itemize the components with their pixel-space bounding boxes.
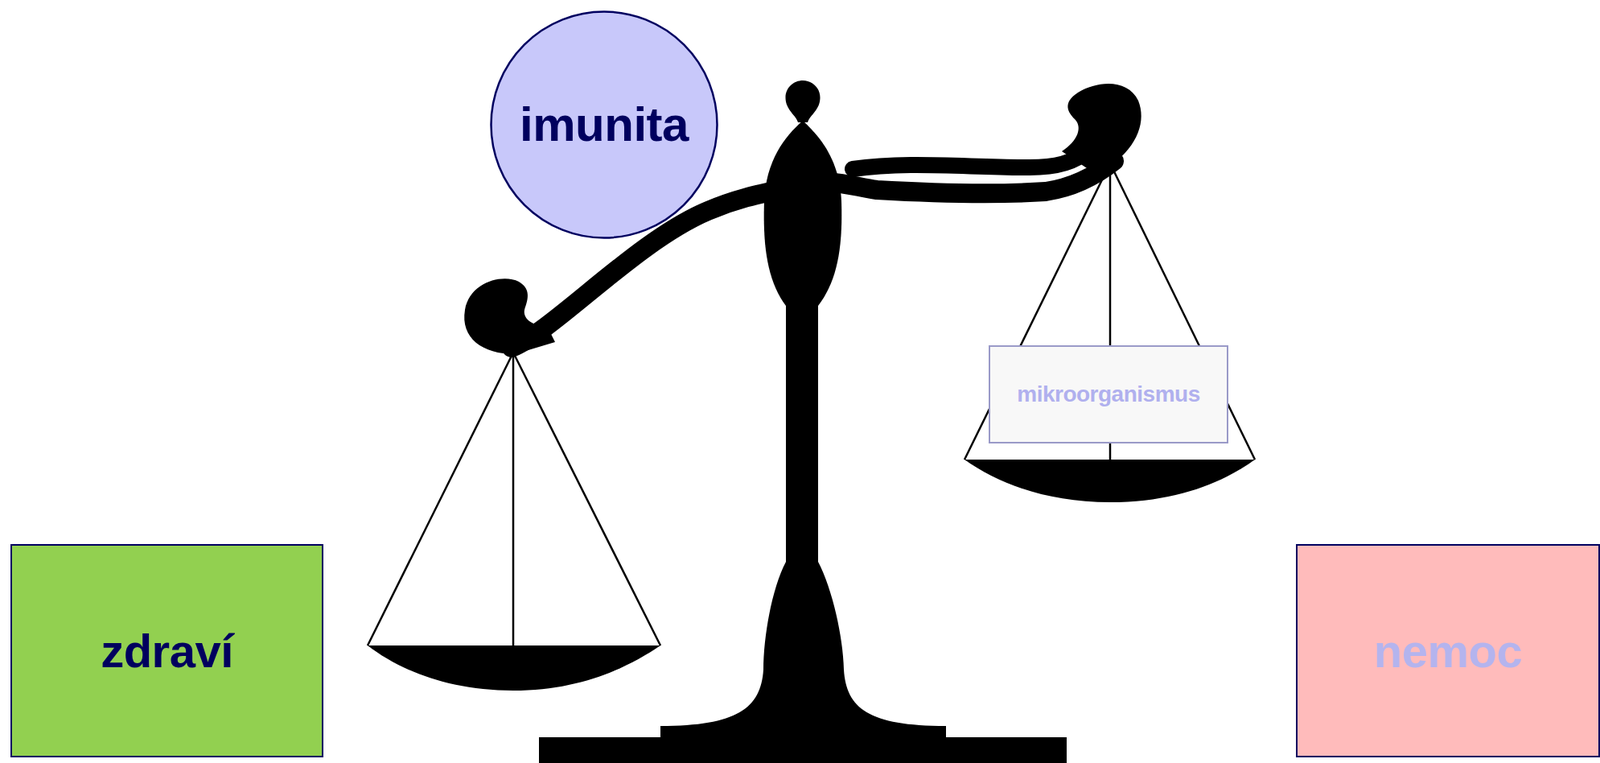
scale-hook-right [1061, 83, 1142, 173]
scale-strings-right [964, 163, 1255, 460]
scale-base-step [660, 725, 947, 739]
scale-pan-left [367, 645, 661, 691]
microorganism-box: mikroorganismus [988, 345, 1229, 444]
scale-beam-upper [852, 151, 1086, 169]
scale-foot [660, 561, 947, 726]
scale-strings-left [367, 352, 661, 646]
node-label: nemoc [1373, 625, 1522, 677]
health-box: zdraví [10, 543, 324, 757]
circle-shape [491, 12, 718, 239]
scale-body [764, 120, 843, 306]
node-label: imunita [519, 98, 689, 152]
node-label: zdraví [100, 625, 234, 677]
node-label: mikroorganismus [1016, 382, 1200, 408]
immunity-circle: imunita [489, 10, 719, 239]
scale-column [785, 305, 819, 562]
scale-pan-right [964, 459, 1255, 502]
disease-box: nemoc [1295, 543, 1600, 757]
scale-finial [785, 80, 820, 123]
scale-base [538, 736, 1067, 763]
scale-hook-left [464, 278, 556, 354]
